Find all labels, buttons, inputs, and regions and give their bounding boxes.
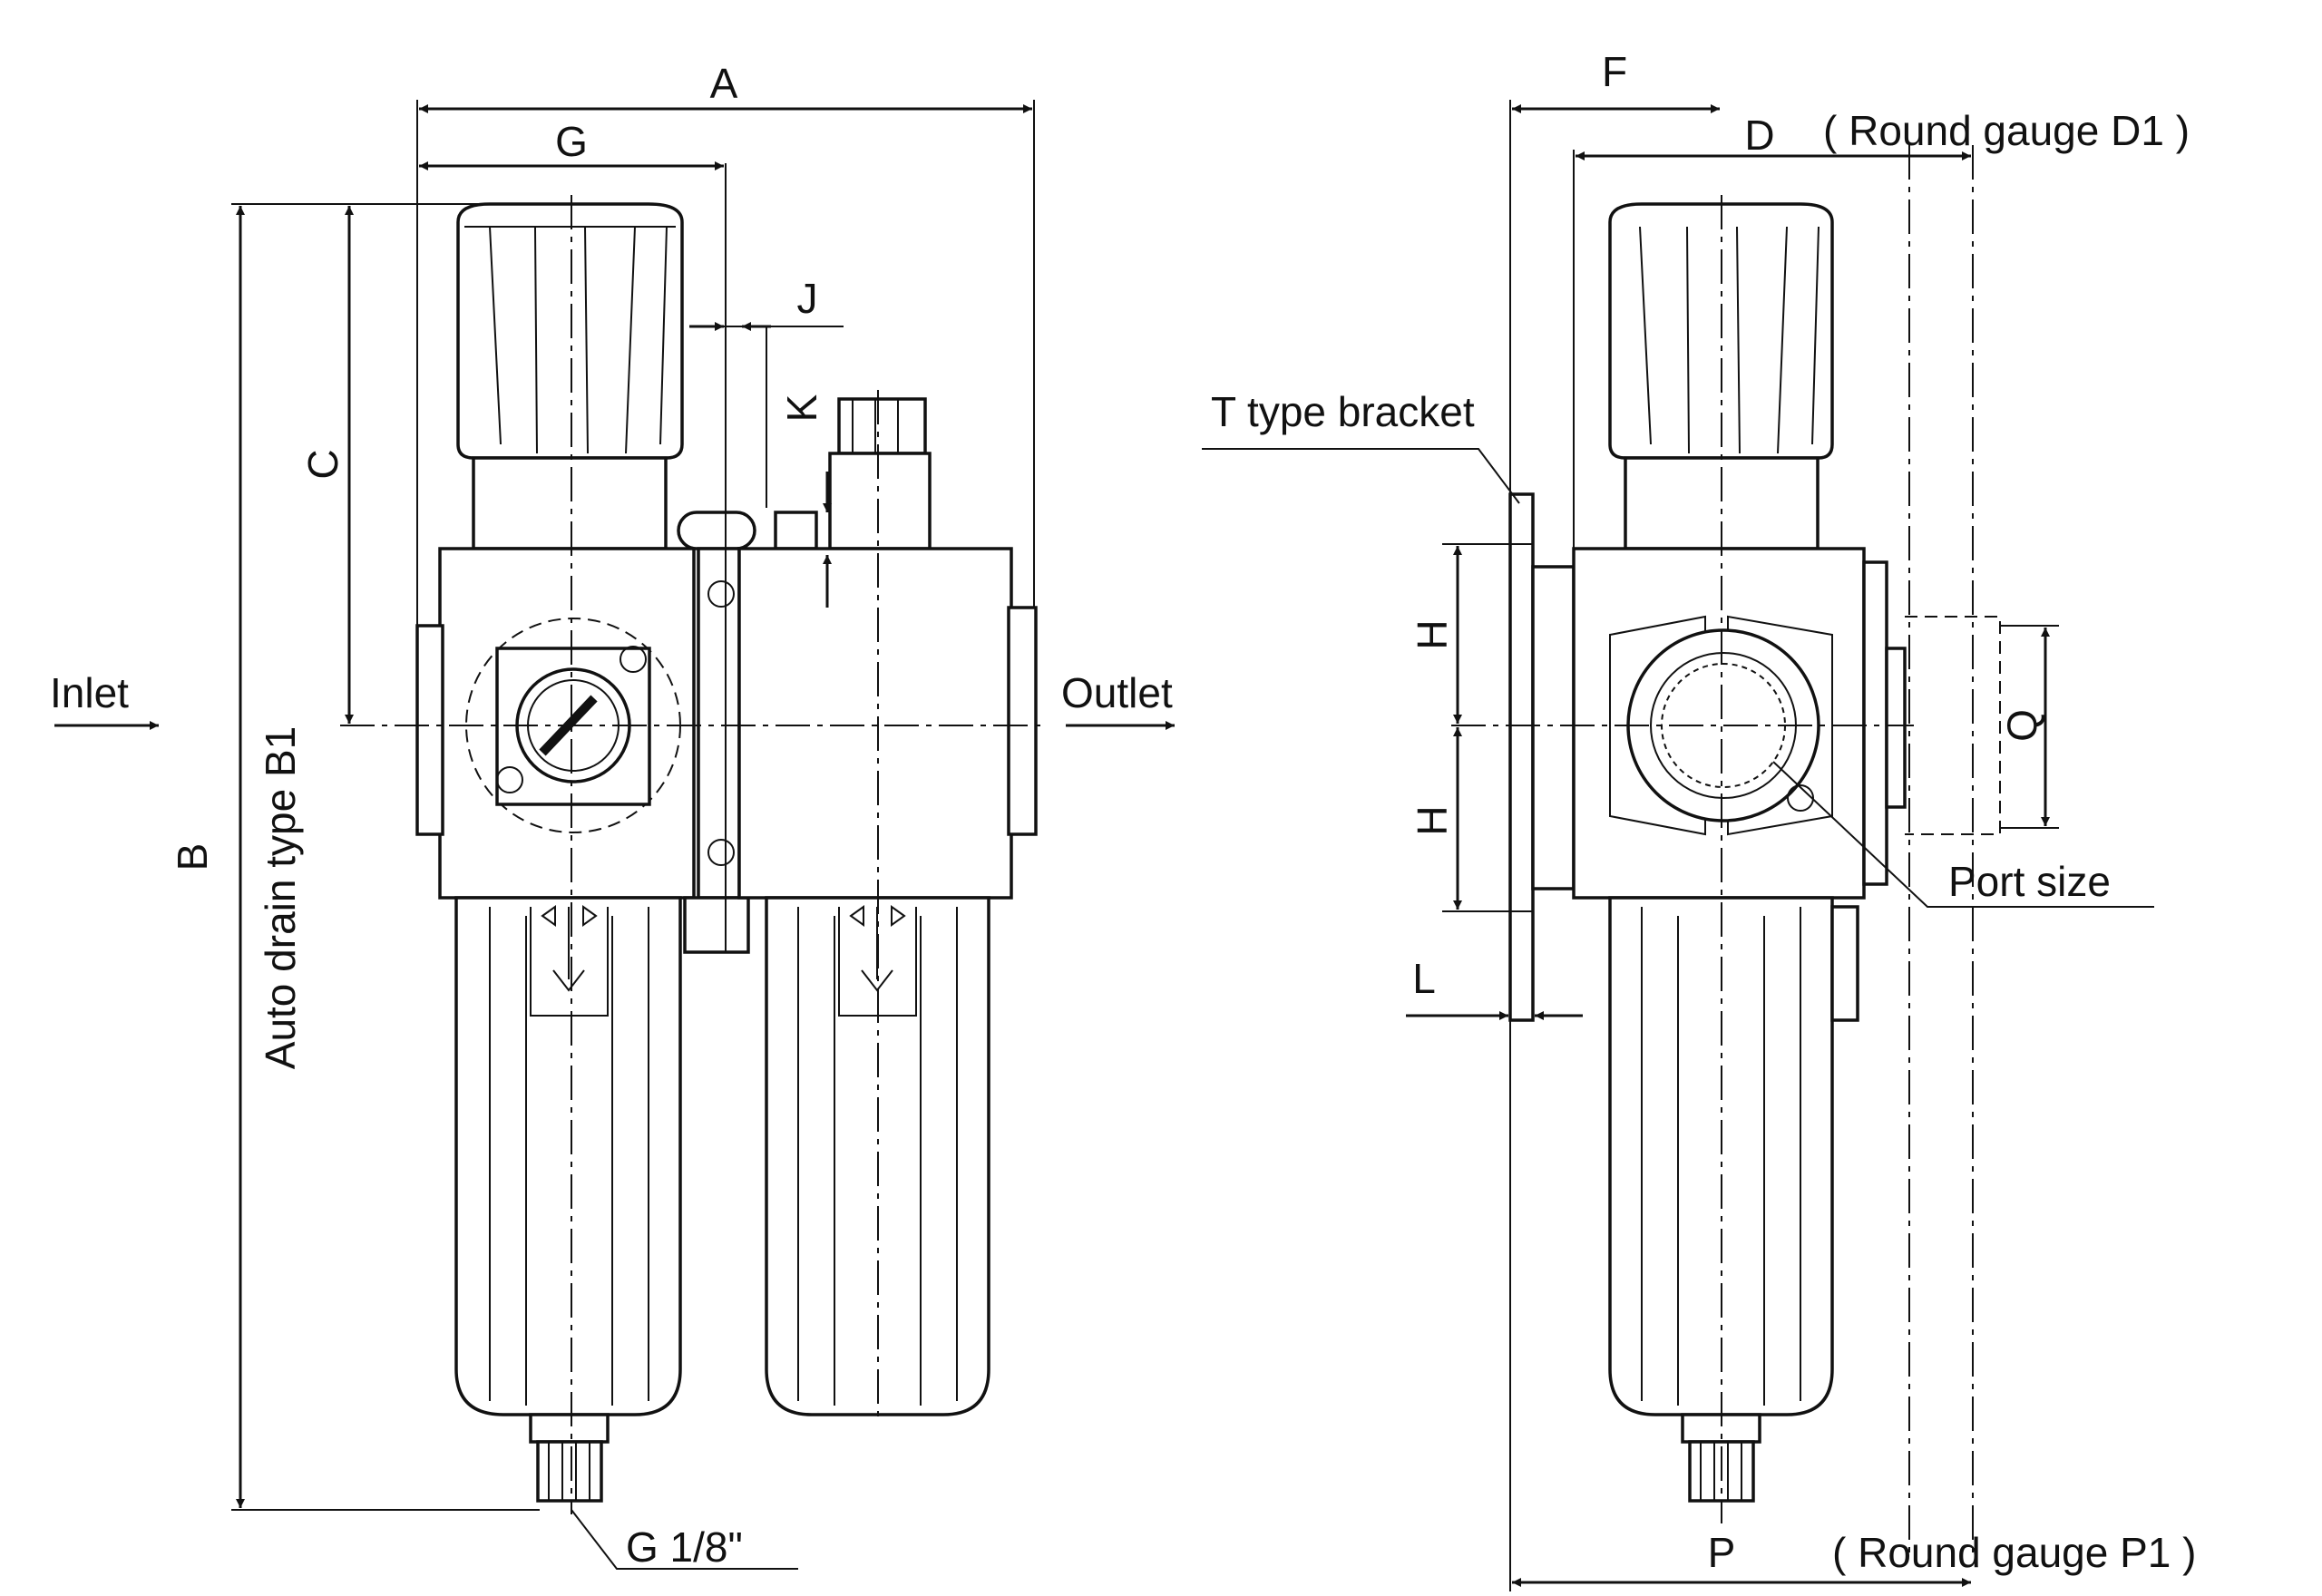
dim-label-f: F — [1602, 48, 1627, 95]
drain-port-label: G 1/8" — [626, 1523, 743, 1571]
regulator-body — [415, 547, 696, 900]
dim-label-c: C — [299, 449, 346, 479]
lubricator-body — [737, 547, 1038, 900]
dim-label-j: J — [797, 275, 818, 322]
auto-drain-label: Auto drain type B1 — [257, 726, 304, 1069]
t-type-bracket — [1508, 492, 1576, 1022]
dim-label-d: D — [1744, 112, 1774, 159]
port-size-label: Port size — [1948, 858, 2111, 905]
regulator-knob — [456, 202, 684, 550]
side-view — [1202, 100, 2154, 1591]
t-bracket-label: T type bracket — [1211, 388, 1475, 435]
round-gauge-d1-label: ( Round gauge D1 ) — [1823, 107, 2190, 154]
round-gauge-p1-label: ( Round gauge P1 ) — [1832, 1529, 2197, 1576]
dim-label-g: G — [555, 118, 588, 165]
dimension-labels: A G J K C B Auto drain type B1 Inlet Out… — [50, 48, 2197, 1576]
dim-label-l: L — [1412, 955, 1436, 1002]
dim-label-p: P — [1708, 1529, 1736, 1576]
inlet-label: Inlet — [50, 669, 129, 716]
dim-label-q: Q — [1998, 709, 2045, 742]
dim-label-b: B — [169, 843, 216, 871]
outlet-label: Outlet — [1061, 669, 1173, 716]
front-view — [54, 100, 1175, 1570]
dim-label-a: A — [710, 60, 738, 107]
filter-bowl — [454, 896, 682, 1503]
modular-connector — [677, 511, 756, 954]
dim-label-h-bottom: H — [1409, 805, 1456, 835]
dim-label-h-top: H — [1409, 619, 1456, 649]
dim-label-k: K — [778, 394, 825, 422]
